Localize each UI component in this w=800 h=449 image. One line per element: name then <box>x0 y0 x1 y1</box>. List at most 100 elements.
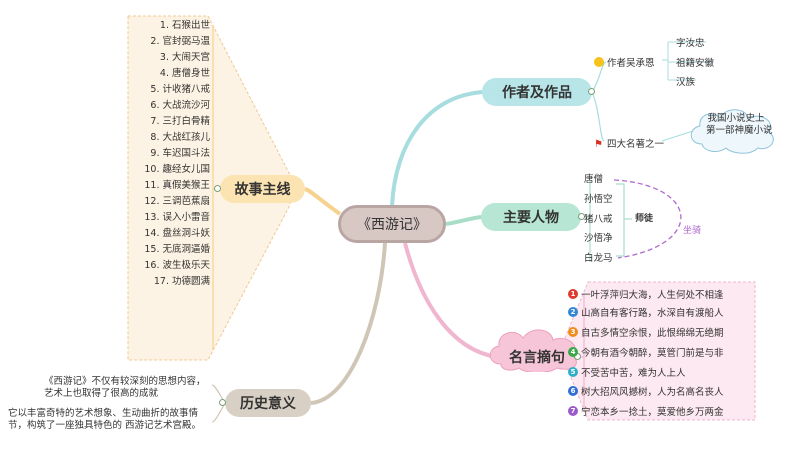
character-tangseng[interactable]: 唐僧 <box>584 171 603 185</box>
author-detail-1[interactable]: 字汝忠 <box>676 35 705 49</box>
relation-curve <box>613 179 682 259</box>
branch-author-works-label: 作者及作品 <box>502 85 572 101</box>
story-item-5-label: 5. 计收猪八戒 <box>150 84 210 95</box>
character-shawujing[interactable]: 沙悟净 <box>584 230 613 244</box>
story-item-4[interactable]: 4. 唐僧身世 <box>128 66 210 82</box>
story-item-4-label: 4. 唐僧身世 <box>159 68 210 79</box>
branch-link-story <box>304 187 342 216</box>
story-list: 1. 石猴出世 2. 官封弼马温 3. 大闹天宫 4. 唐僧身世 5. 计收猪八… <box>128 18 210 290</box>
story-item-2-label: 2. 官封弼马温 <box>150 36 210 47</box>
story-area-shape <box>127 15 291 361</box>
story-item-16-label: 16. 波生极乐天 <box>144 260 210 271</box>
story-item-13-label: 13. 误入小雷音 <box>144 212 210 223</box>
branch-story-line[interactable]: 故事主线 <box>220 175 305 203</box>
quote-cloud-shape <box>489 329 577 372</box>
branch-famous-quotes[interactable]: 名言摘句 <box>497 345 577 369</box>
branch-link-people <box>445 215 483 226</box>
story-item-11[interactable]: 11. 真假美猴王 <box>128 178 210 194</box>
quote-area-shape <box>559 281 756 421</box>
story-item-7-label: 7. 三打白骨精 <box>150 116 210 127</box>
author-detail-2[interactable]: 祖籍安徽 <box>676 55 714 69</box>
branch-link-author <box>390 90 485 208</box>
story-item-7[interactable]: 7. 三打白骨精 <box>128 114 210 130</box>
character-bailongma[interactable]: 白龙马 <box>584 250 613 264</box>
relation-mount[interactable]: 坐骑 <box>683 223 701 236</box>
story-item-17-label: 17. 功德圆满 <box>153 276 210 287</box>
collapse-history-toggle[interactable] <box>219 399 226 406</box>
story-item-14-label: 14. 盘丝洞斗妖 <box>144 228 210 239</box>
number-badge-icon: 2 <box>568 307 578 317</box>
author-detail-3-label: 汉族 <box>676 77 696 88</box>
branch-famous-quotes-label: 名言摘句 <box>509 350 565 366</box>
character-sunwukong[interactable]: 孙悟空 <box>584 191 613 205</box>
branch-author-works[interactable]: 作者及作品 <box>482 78 592 106</box>
history-text-2-label: 它以丰富奇特的艺术想象、生动曲折的故事情节，构筑了一座独具特色的 西游记艺术宫殿… <box>8 408 202 431</box>
story-item-14[interactable]: 14. 盘丝洞斗妖 <box>128 226 210 242</box>
character-zhubajie-label: 猪八戒 <box>584 214 613 225</box>
story-item-13[interactable]: 13. 误入小雷音 <box>128 210 210 226</box>
quote-item-7-label: 宁恋本乡一捻土，莫爱他乡万两金 <box>581 407 724 418</box>
story-item-8[interactable]: 8. 大战红孩儿 <box>128 130 210 146</box>
character-tangseng-label: 唐僧 <box>584 174 604 185</box>
branch-main-characters-label: 主要人物 <box>503 210 559 226</box>
summary-master-disciples[interactable]: 师徒 <box>635 211 653 224</box>
story-item-5[interactable]: 5. 计收猪八戒 <box>128 82 210 98</box>
author-name-label: 作者吴承恩 <box>607 58 655 69</box>
collapse-author-toggle[interactable] <box>588 88 595 95</box>
story-item-6-label: 6. 大战流沙河 <box>150 100 210 111</box>
people-brace <box>616 183 632 257</box>
branch-historical-significance[interactable]: 历史意义 <box>225 389 311 417</box>
story-item-15-label: 15. 无底洞逼婚 <box>144 244 210 255</box>
branch-link-history <box>310 242 387 405</box>
central-topic[interactable]: 《西游记》 <box>338 205 446 243</box>
classic-note: 我国小说史上 第一部神魔小说 <box>706 113 773 137</box>
story-item-2[interactable]: 2. 官封弼马温 <box>128 34 210 50</box>
story-item-6[interactable]: 6. 大战流沙河 <box>128 98 210 114</box>
story-item-12[interactable]: 12. 三调芭蕉扇 <box>128 194 210 210</box>
story-item-1-label: 1. 石猴出世 <box>159 20 210 31</box>
history-text-1[interactable]: 《西游记》不仅有较深刻的思想内容，艺术上也取得了很高的成就 <box>44 376 214 400</box>
story-item-16[interactable]: 16. 波生极乐天 <box>128 258 210 274</box>
character-sunwukong-label: 孙悟空 <box>584 194 613 205</box>
number-badge-icon: 5 <box>568 367 578 377</box>
character-bailongma-label: 白龙马 <box>584 253 613 264</box>
story-item-1[interactable]: 1. 石猴出世 <box>128 18 210 34</box>
summary-label: 师徒 <box>635 214 654 224</box>
quote-item-4-label: 今朝有酒今朝醉，莫管门前是与非 <box>581 348 724 359</box>
author-detail-3[interactable]: 汉族 <box>676 74 695 88</box>
story-item-10[interactable]: 10. 趣经女儿国 <box>128 162 210 178</box>
author-name-node[interactable]: 作者吴承恩 <box>594 55 655 69</box>
branch-historical-significance-label: 历史意义 <box>240 396 296 412</box>
story-item-3[interactable]: 3. 大闹天宫 <box>128 50 210 66</box>
number-badge-icon: 3 <box>568 327 578 337</box>
story-item-17[interactable]: 17. 功德圆满 <box>128 274 210 290</box>
author-detail-links <box>662 41 714 81</box>
number-badge-icon: 4 <box>568 347 578 357</box>
author-link-2 <box>591 91 605 142</box>
story-item-11-label: 11. 真假美猴王 <box>144 180 210 191</box>
quote-item-2-label: 山高自有客行路，水深自有渡船人 <box>581 308 724 319</box>
character-zhubajie[interactable]: 猪八戒 <box>584 211 613 225</box>
classic-label: 四大名著之一 <box>606 139 664 150</box>
story-item-15[interactable]: 15. 无底洞逼婚 <box>128 242 210 258</box>
history-text-2[interactable]: 它以丰富奇特的艺术想象、生动曲折的故事情节，构筑了一座独具特色的 西游记艺术宫殿… <box>8 408 214 432</box>
classic-link <box>661 129 697 142</box>
classic-node[interactable]: ⚑四大名著之一 <box>594 136 664 150</box>
collapse-story-toggle[interactable] <box>214 185 221 192</box>
quote-item-6-label: 树大招风风撼树，人为名高名丧人 <box>581 387 724 398</box>
collapse-people-toggle[interactable] <box>578 213 585 220</box>
quote-item-3-label: 自古多情空余恨，此恨绵绵无绝期 <box>581 328 724 339</box>
branch-main-characters[interactable]: 主要人物 <box>481 203 581 231</box>
story-item-10-label: 10. 趣经女儿国 <box>144 164 210 175</box>
author-detail-2-label: 祖籍安徽 <box>676 58 715 69</box>
story-item-9[interactable]: 9. 车迟国斗法 <box>128 146 210 162</box>
